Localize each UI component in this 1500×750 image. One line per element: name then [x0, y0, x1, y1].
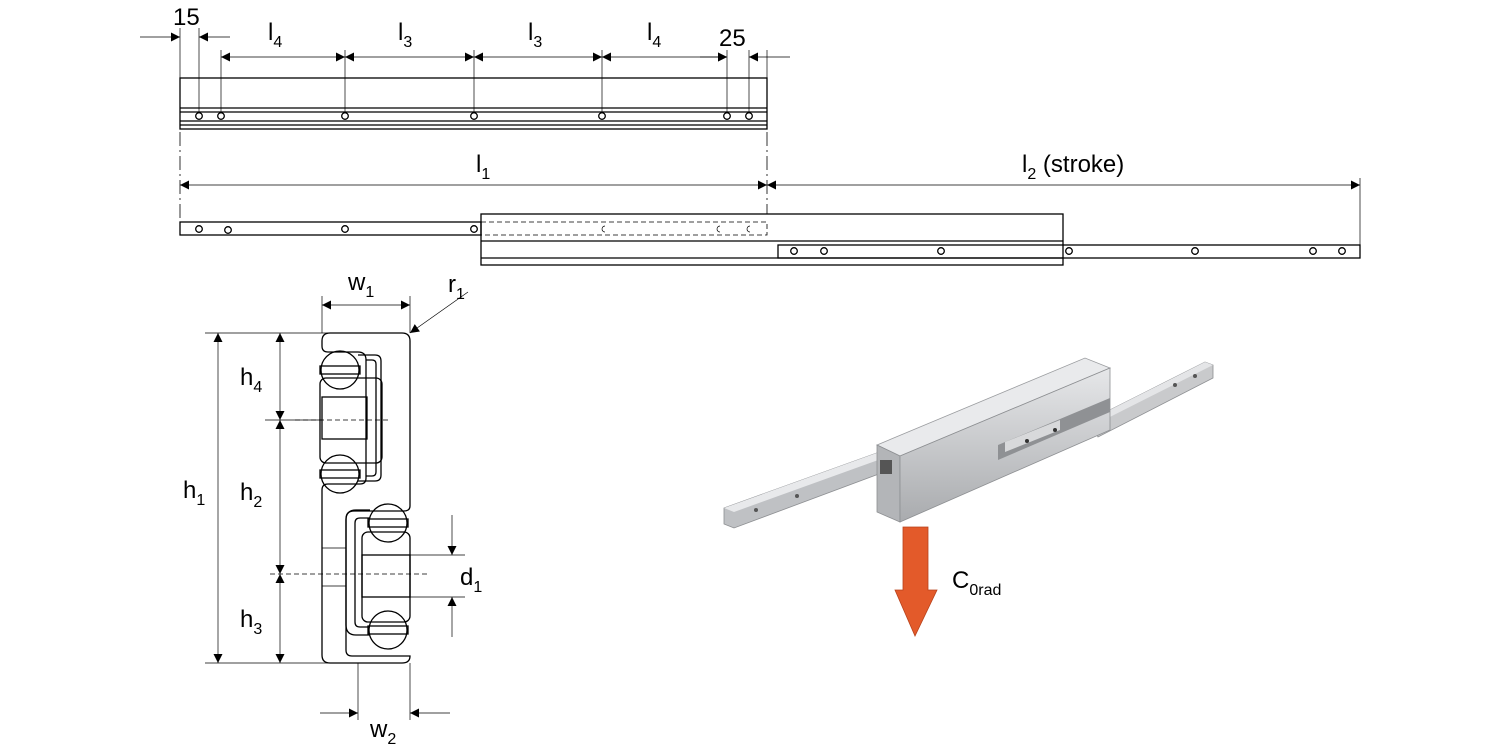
dim-h1-label: h1 — [183, 477, 205, 509]
rail-3d-render — [723, 357, 1214, 529]
dim-l1-label: l1 — [476, 151, 490, 183]
dim-r1-label: r1 — [448, 271, 465, 303]
outer-profile — [321, 332, 411, 664]
dim-h2-label: h2 — [240, 479, 262, 511]
dim-15-label: 15 — [173, 4, 200, 31]
moving-rail — [777, 244, 1361, 259]
dim-l4-left-label: l4 — [268, 19, 282, 51]
extended-rail-view: l1 l2 (stroke) — [179, 132, 1361, 266]
mounting-holes — [195, 112, 753, 120]
dim-h4-label: h4 — [240, 364, 262, 396]
dim-w2-label: w2 — [369, 716, 396, 748]
dim-l3-left-label: l3 — [398, 19, 412, 51]
dim-w1-label: w1 — [347, 269, 374, 301]
dim-d1-label: d1 — [460, 564, 482, 596]
dim-l2-stroke-label: l2 (stroke) — [1022, 151, 1124, 183]
load-arrow-c0rad: C0rad — [894, 526, 1001, 637]
slider-body — [480, 213, 1064, 266]
top-rail-view: 15 25 l4 l3 l3 l4 — [140, 4, 790, 130]
dim-l3-right-label: l3 — [528, 19, 542, 51]
top-rail-body — [179, 77, 768, 130]
dim-25-label: 25 — [719, 25, 746, 52]
cross-section-view: w1 r1 h1 h4 h2 h3 d1 w2 — [183, 269, 482, 748]
load-arrow-icon — [894, 526, 938, 637]
dim-l4-right-label: l4 — [647, 19, 661, 51]
c0rad-label: C0rad — [952, 567, 1001, 599]
dim-h3-label: h3 — [240, 606, 262, 638]
mounting-holes — [195, 225, 1346, 255]
